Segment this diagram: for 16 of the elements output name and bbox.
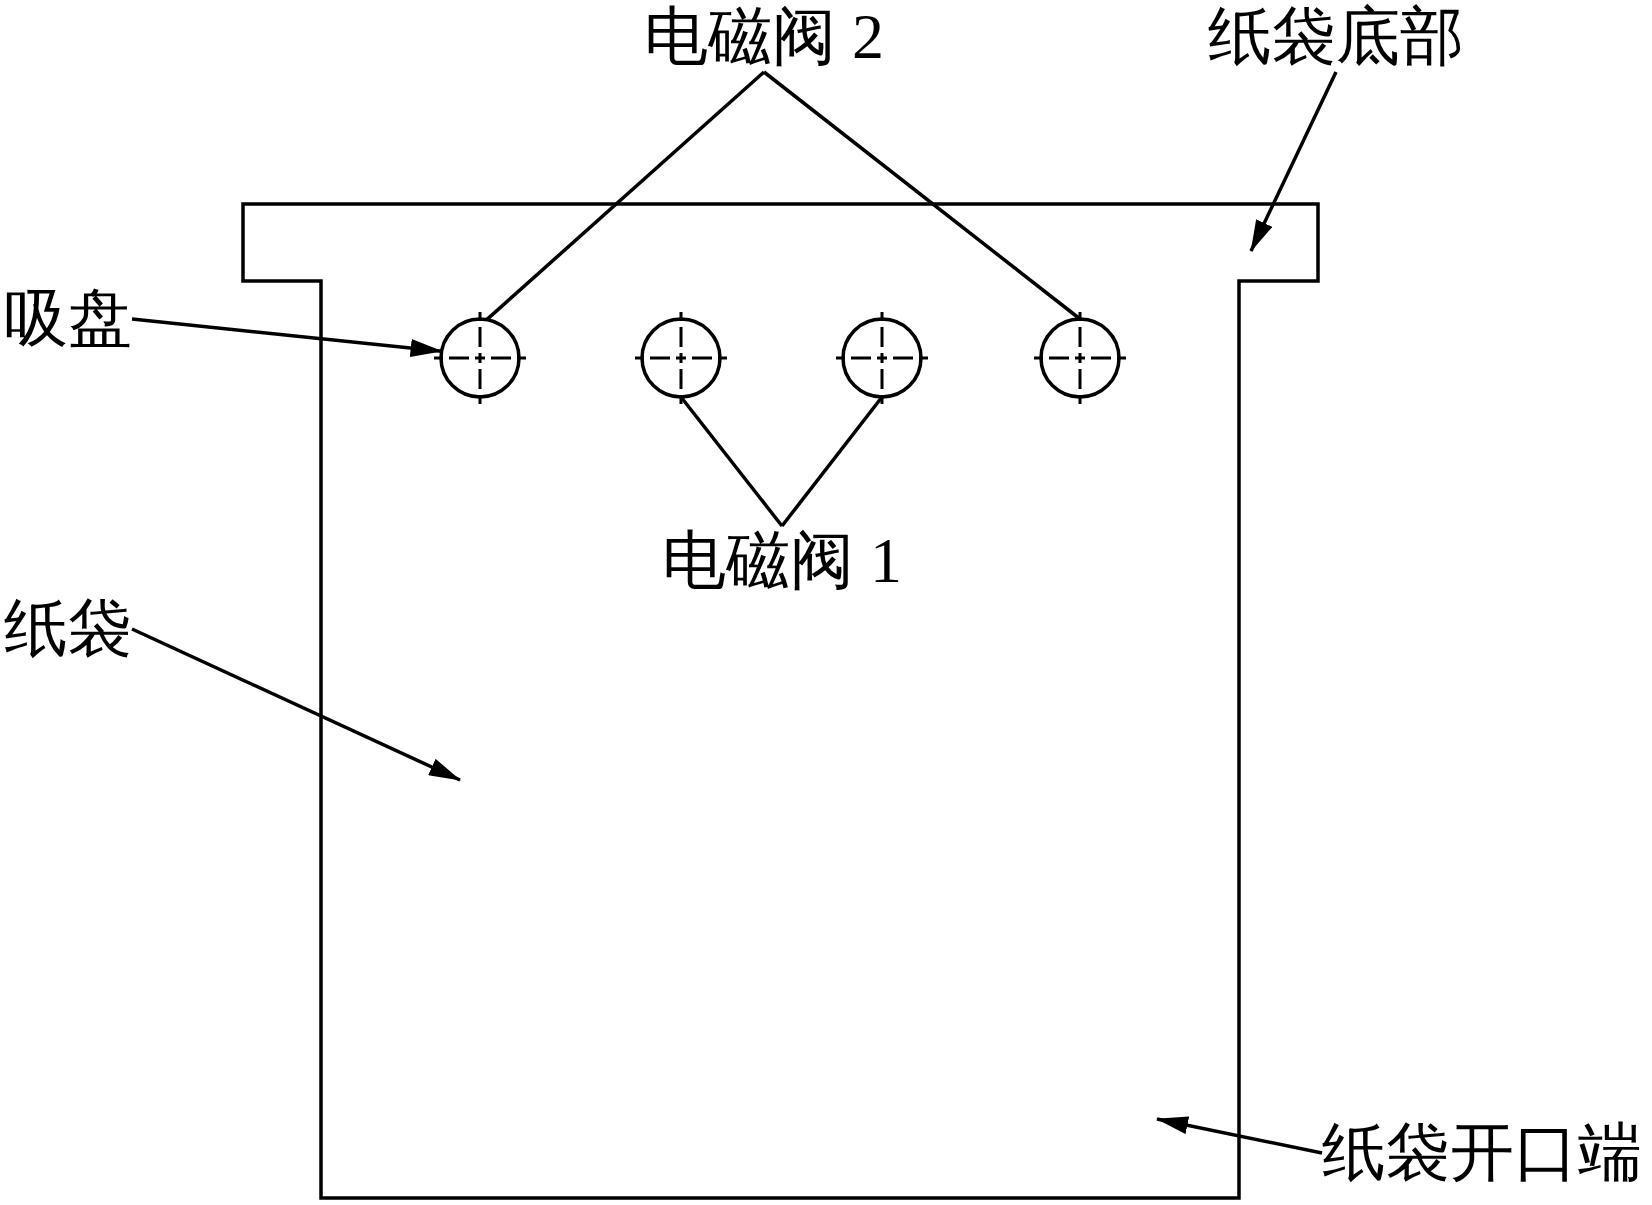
arrow	[131, 627, 461, 782]
part-label: 电磁阀 1	[662, 526, 902, 596]
part-label: 吸盘	[4, 284, 132, 354]
part-label: 纸袋底部	[1208, 2, 1464, 72]
crosshair-circle-icon	[635, 312, 727, 404]
crosshair-circle-icon	[1034, 312, 1126, 404]
arrow	[1156, 1116, 1323, 1155]
part-label: 纸袋	[4, 594, 132, 664]
arrow	[1249, 71, 1338, 252]
part-label: 电磁阀 2	[644, 2, 884, 72]
leader-line	[762, 70, 1082, 321]
crosshair-circle-icon	[434, 312, 526, 404]
crosshair-circle-icon	[836, 312, 928, 404]
leader-line	[485, 70, 766, 321]
part-label: 纸袋开口端	[1322, 1118, 1642, 1188]
arrow	[131, 317, 443, 357]
